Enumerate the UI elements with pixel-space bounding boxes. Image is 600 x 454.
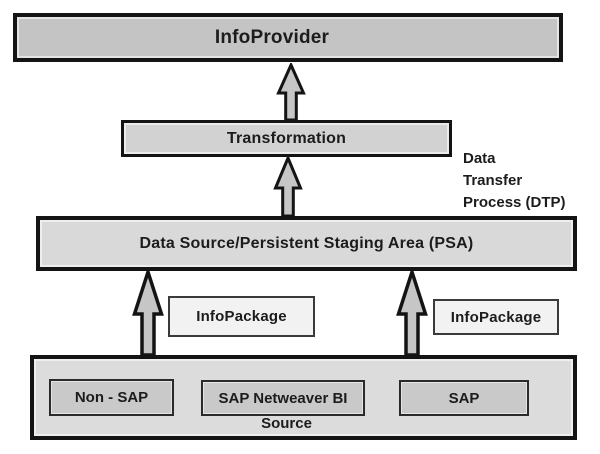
- arrow-up-source-to-psa-left-icon: [132, 270, 164, 357]
- arrow-up-transformation-to-infoprovider-icon: [276, 63, 306, 122]
- node-source-non-sap: Non - SAP: [49, 379, 174, 416]
- node-source-netweaver-label: SAP Netweaver BI: [218, 389, 348, 407]
- node-source-non-sap-label: Non - SAP: [74, 389, 149, 406]
- node-source-sap-label: SAP: [448, 389, 480, 407]
- node-infoprovider: InfoProvider: [13, 13, 563, 62]
- dtp-line-3: Process (DTP): [463, 194, 566, 211]
- node-transformation: Transformation: [121, 120, 452, 157]
- node-source-container: Non - SAP SAP Netweaver BI SAP Source: [30, 355, 577, 440]
- dtp-annotation: Data Transfer Process (DTP): [463, 148, 598, 214]
- node-infopackage-left: InfoPackage: [168, 296, 315, 337]
- dtp-line-2: Transfer: [463, 172, 523, 189]
- arrow-up-psa-to-transformation-icon: [273, 156, 303, 218]
- arrow-up-source-to-psa-right-icon: [396, 270, 428, 357]
- node-infoprovider-label: InfoProvider: [214, 26, 330, 48]
- dtp-line-1: Data: [463, 150, 496, 167]
- node-infopackage-left-label: InfoPackage: [196, 308, 287, 325]
- node-infopackage-right-label: InfoPackage: [450, 308, 542, 326]
- node-source-netweaver: SAP Netweaver BI: [201, 380, 365, 416]
- source-container-label: Source: [261, 415, 312, 432]
- node-transformation-label: Transformation: [226, 129, 347, 147]
- node-source-sap: SAP: [399, 380, 529, 416]
- node-psa: Data Source/Persistent Staging Area (PSA…: [36, 216, 577, 271]
- node-psa-label: Data Source/Persistent Staging Area (PSA…: [139, 234, 474, 252]
- node-infopackage-right: InfoPackage: [433, 299, 559, 335]
